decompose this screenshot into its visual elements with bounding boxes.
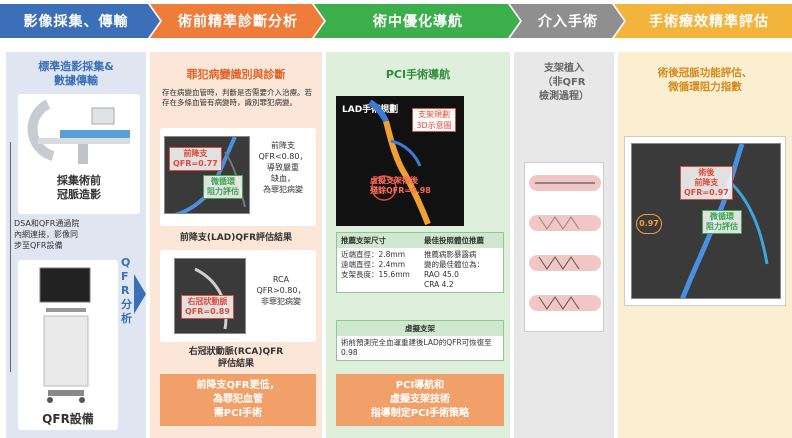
rca-qfr-label: 右冠狀動脈 QFR=0.89 [181, 295, 234, 319]
angio-machine-icon [27, 99, 130, 164]
rca-desc: RCA QFR>0.80， 非罪犯病變 [256, 275, 306, 306]
virtual-stent-label: 虛擬支架術後 殘餘QFR=0.98 [370, 176, 431, 195]
qfr-device-icon [39, 267, 91, 403]
column-evaluation: 術後冠脈功能評估、 微循環阻力指數 術後 前降支 QFR=0.97 微循環 阻力… [618, 52, 792, 438]
dsa-link-text: DSA和QFR通過院 內網連接，影像同 步至QFR設備 [14, 219, 80, 250]
step-2-arrow [150, 4, 324, 38]
col3-conclusion: PCI導航和 虛擬支架技術 指導制定PCI手術策略 [336, 374, 504, 426]
virtual-stent-title: 虛擬支架 [337, 321, 503, 336]
step-3-arrow [314, 4, 520, 38]
step-3-label: 術中優化導航 [373, 14, 463, 30]
qfr-device-card: QFR設備 [18, 260, 118, 430]
angio-caption: 採集術前 冠脈造影 [57, 174, 101, 201]
column-acquisition: 標準造影採集& 數據傳輸 採集術前 冠脈造影 DSA和QFR通過院 內網連接，影… [6, 52, 146, 438]
col3-title: PCI手術導航 [385, 68, 451, 81]
step-4-arrow [510, 4, 624, 38]
lad-qfr-label: 前降支 QFR=0.77 [169, 147, 222, 171]
stent-illustration [524, 162, 604, 332]
column-intervention: 支架植入 （非QFR 檢測過程） [514, 52, 614, 438]
virtual-stent-desc: 術前預測完全血運重建後LAD的QFR可恢復至0.98 [341, 338, 492, 357]
lad-card: 前降支 QFR=0.77 微循環 阻力評估 前降支 QFR<0.80， 導致嚴重… [160, 128, 316, 226]
plan-title: LAD手術規劃 [342, 105, 399, 115]
col2-title: 罪犯病變識別與診斷 [186, 68, 286, 81]
step-1-label: 影像採集、傳輸 [23, 14, 129, 30]
plan-3d-label: 支架規劃 3D示意圖 [412, 108, 456, 132]
column-navigation: PCI手術導航 LAD手術規劃 虛擬支架術後 殘餘QFR=0.98 支架規劃 3… [326, 52, 510, 438]
virtual-stent-box: 虛擬支架 術前預測完全血運重建後LAD的QFR可恢復至0.98 [336, 320, 504, 361]
col4-title: 支架植入 （非QFR 檢測過程） [539, 63, 589, 102]
step-1-arrow [0, 4, 160, 38]
lad-desc: 前降支 QFR<0.80， 導致嚴重 缺血， 為罪犯病變 [258, 141, 308, 194]
lad-plan-panel: LAD手術規劃 虛擬支架術後 殘餘QFR=0.98 [336, 96, 464, 226]
header-stent-size: 推薦支架尺寸 [337, 233, 420, 248]
header-projection: 最佳投照體位推薦 [420, 233, 503, 248]
qfr-arrow-icon [134, 274, 146, 314]
post-op-card: 術後 前降支 QFR=0.97 微循環 阻力評估 0.97 [624, 136, 786, 306]
lad-caption: 前降支(LAD)QFR評估結果 [179, 233, 293, 243]
column-diagnosis: 罪犯病變識別與診斷 存在病變血管時，判斷是否需要介入治療。若存在多條血管有病變時… [150, 52, 322, 438]
post-qfr-label: 術後 前降支 QFR=0.97 [680, 166, 733, 200]
qfr-badge: 0.97 [636, 214, 662, 234]
stent-table: 推薦支架尺寸 最佳投照體位推薦 近端直徑：2.8mm 遠端直徑：2.4mm 支架… [336, 232, 504, 293]
post-op-angiogram: 術後 前降支 QFR=0.97 微循環 阻力評估 0.97 [631, 143, 781, 299]
post-micro-label: 微循環 阻力評估 [702, 210, 742, 234]
step-4-label: 介入手術 [538, 14, 598, 30]
col5-title: 術後冠脈功能評估、 微循環阻力指數 [657, 67, 753, 93]
stent-size-values: 近端直徑：2.8mm 遠端直徑：2.4mm 支架長度：15.6mm [341, 250, 410, 279]
lad-angiogram: 前降支 QFR=0.77 微循環 阻力評估 [164, 136, 250, 214]
rca-card: 右冠狀動脈 QFR=0.89 RCA QFR>0.80， 非罪犯病變 [160, 250, 316, 342]
stent-steps-icon [529, 175, 601, 311]
qfr-device-caption: QFR設備 [42, 412, 94, 426]
rca-caption: 右冠狀動脈(RCA)QFR 評估結果 [188, 347, 284, 369]
rca-angiogram: 右冠狀動脈 QFR=0.89 [174, 258, 246, 334]
connector-line [10, 142, 11, 372]
step-5-arrow [614, 4, 792, 38]
lad-3d-vessel [368, 99, 431, 226]
col1-title: 標準造影採集& 數據傳輸 [38, 60, 114, 87]
step-2-label: 術前精準診斷分析 [178, 14, 298, 30]
col2-conclusion: 前降支QFR更低， 為罪犯血管 需PCI手術 [160, 374, 316, 426]
lad-micro-label: 微循環 阻力評估 [203, 175, 243, 199]
angio-card: 採集術前 冠脈造影 [18, 94, 140, 214]
col2-intro: 存在病變血管時，判斷是否需要介入治療。若存在多條血管有病變時，識別罪犯病變。 [162, 88, 312, 107]
step-5-label: 手術療效精準評估 [649, 14, 769, 30]
projection-values: 推薦病影暴露病 變的最佳體位為： RAO 45.0 CRA 4.2 [424, 250, 484, 289]
process-header [0, 4, 792, 38]
qfr-analysis-label: QFR分析 [121, 256, 132, 325]
